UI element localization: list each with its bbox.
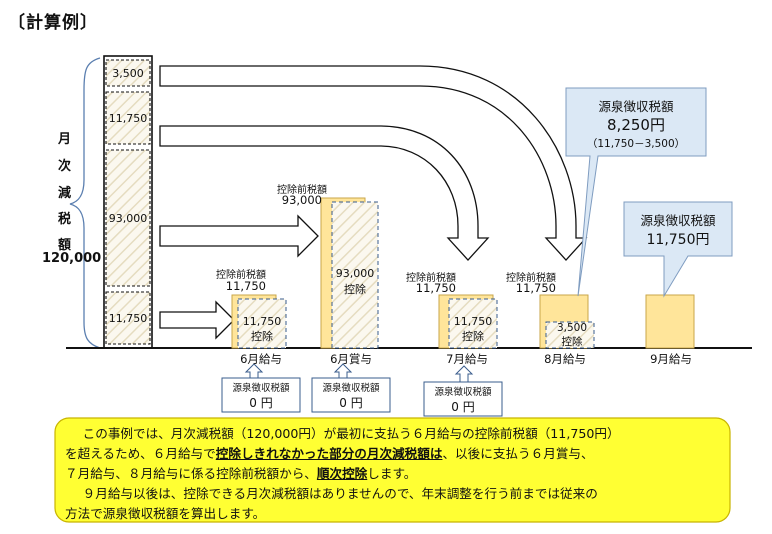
pre-value-aug: 11,750 xyxy=(515,281,556,295)
callout-sep-title: 源泉徴収税額 xyxy=(640,213,716,228)
deduct-july-salary xyxy=(448,298,498,349)
deduct-aug-salary xyxy=(545,321,595,349)
result-value-bonus: 0 円 xyxy=(339,396,363,410)
deduct-word-aug: 控除 xyxy=(561,335,583,348)
callout-aug-value: 8,250円 xyxy=(607,116,665,134)
callout-aug-title: 源泉徴収税額 xyxy=(598,99,674,114)
page-title: 〔計算例〕 xyxy=(8,13,98,33)
monthly-tax-segment-3 xyxy=(105,149,151,287)
segment-label-2: 11,750 xyxy=(108,111,148,125)
deduct-june-salary xyxy=(237,298,287,349)
monthly-tax-char-5: 額 xyxy=(58,238,72,253)
label-june-salary: 6月給与 xyxy=(240,352,282,366)
callout-august xyxy=(565,87,707,297)
left-brace xyxy=(69,57,101,349)
arrow-to-august xyxy=(159,65,588,261)
note-line-2c: 、以後に支払う６月賞与、 xyxy=(442,446,594,461)
pre-value-bonus: 93,000 xyxy=(281,193,322,207)
note-emphasis-2: 順次控除 xyxy=(316,466,368,481)
note-line-3a: ７月給与、８月給与に係る控除前税額から、 xyxy=(65,466,317,481)
pre-title-aug: 控除前税額 xyxy=(506,273,556,284)
up-arrow-july xyxy=(454,365,474,383)
result-title-bonus: 源泉徴収税額 xyxy=(322,383,380,394)
monthly-tax-segment-4 xyxy=(105,291,151,345)
result-box-june xyxy=(221,377,301,413)
arrow-to-june xyxy=(159,300,235,340)
result-box-bonus xyxy=(311,377,391,413)
pre-title-june: 控除前税額 xyxy=(216,270,266,281)
bar-sep-salary xyxy=(645,294,695,349)
deduct-value-bonus: 93,000 xyxy=(335,266,375,280)
pre-title-bonus: 控除前税額 xyxy=(277,185,327,196)
callout-september xyxy=(623,201,733,298)
label-june-bonus: 6月賞与 xyxy=(330,352,372,366)
callout-sep-value: 11,750円 xyxy=(646,232,710,248)
deduct-value-june: 11,750 xyxy=(242,314,282,328)
note-line-1: この事例では、月次減税額（120,000円）が最初に支払う６月給与の控除前税額（… xyxy=(82,426,620,441)
monthly-tax-total: 120,000 xyxy=(42,251,102,266)
note-emphasis-1: 控除しきれなかった部分の月次減税額は xyxy=(215,446,443,461)
arrow-to-bonus xyxy=(159,214,319,258)
deduct-word-july: 控除 xyxy=(462,330,484,343)
note-box xyxy=(54,417,731,523)
deduct-word-june: 控除 xyxy=(251,330,273,343)
note-line-2a: を超えるため、６月給与で xyxy=(65,446,216,461)
note-line-3c: します。 xyxy=(367,466,417,481)
label-sep-salary: 9月給与 xyxy=(650,352,692,366)
monthly-tax-segment-1 xyxy=(105,59,151,87)
deduct-value-aug: 3,500 xyxy=(556,322,588,334)
result-value-july: 0 円 xyxy=(451,400,475,414)
note-line-5: 方法で源泉徴収税額を算出します。 xyxy=(65,506,266,521)
pre-title-july: 控除前税額 xyxy=(406,273,456,284)
note-line-3: ７月給与、８月給与に係る控除前税額から、順次控除します。 xyxy=(65,464,722,484)
monthly-tax-char-3: 減 xyxy=(58,186,72,201)
pre-value-june: 11,750 xyxy=(225,279,266,293)
arrow-to-july xyxy=(159,125,490,261)
monthly-tax-segment-2 xyxy=(105,91,151,145)
label-aug-salary: 8月給与 xyxy=(544,352,586,366)
segment-label-4: 11,750 xyxy=(108,311,148,325)
monthly-tax-char-2: 次 xyxy=(58,159,72,174)
deduct-word-bonus: 控除 xyxy=(344,283,366,296)
result-box-july xyxy=(423,381,503,417)
deduct-value-july: 11,750 xyxy=(453,314,493,328)
segment-label-1: 3,500 xyxy=(112,66,144,80)
pre-value-july: 11,750 xyxy=(415,281,456,295)
result-title-june: 源泉徴収税額 xyxy=(232,383,290,394)
label-july-salary: 7月給与 xyxy=(446,352,488,366)
segment-label-3: 93,000 xyxy=(108,211,148,225)
note-line-2: を超えるため、６月給与で控除しきれなかった部分の月次減税額は、以後に支払う６月賞… xyxy=(65,444,722,464)
note-line-4: ９月給与以後は、控除できる月次減税額はありませんので、年末調整を行う前までは従来… xyxy=(82,486,598,501)
callout-aug-formula: （11,750－3,500） xyxy=(586,138,686,150)
monthly-tax-char-1: 月 xyxy=(58,132,72,147)
result-value-june: 0 円 xyxy=(249,396,273,410)
result-title-july: 源泉徴収税額 xyxy=(434,387,492,398)
explanation-note: この事例では、月次減税額（120,000円）が最初に支払う６月給与の控除前税額（… xyxy=(55,418,730,522)
monthly-tax-char-4: 税 xyxy=(58,212,72,227)
deduct-june-bonus xyxy=(331,201,379,349)
